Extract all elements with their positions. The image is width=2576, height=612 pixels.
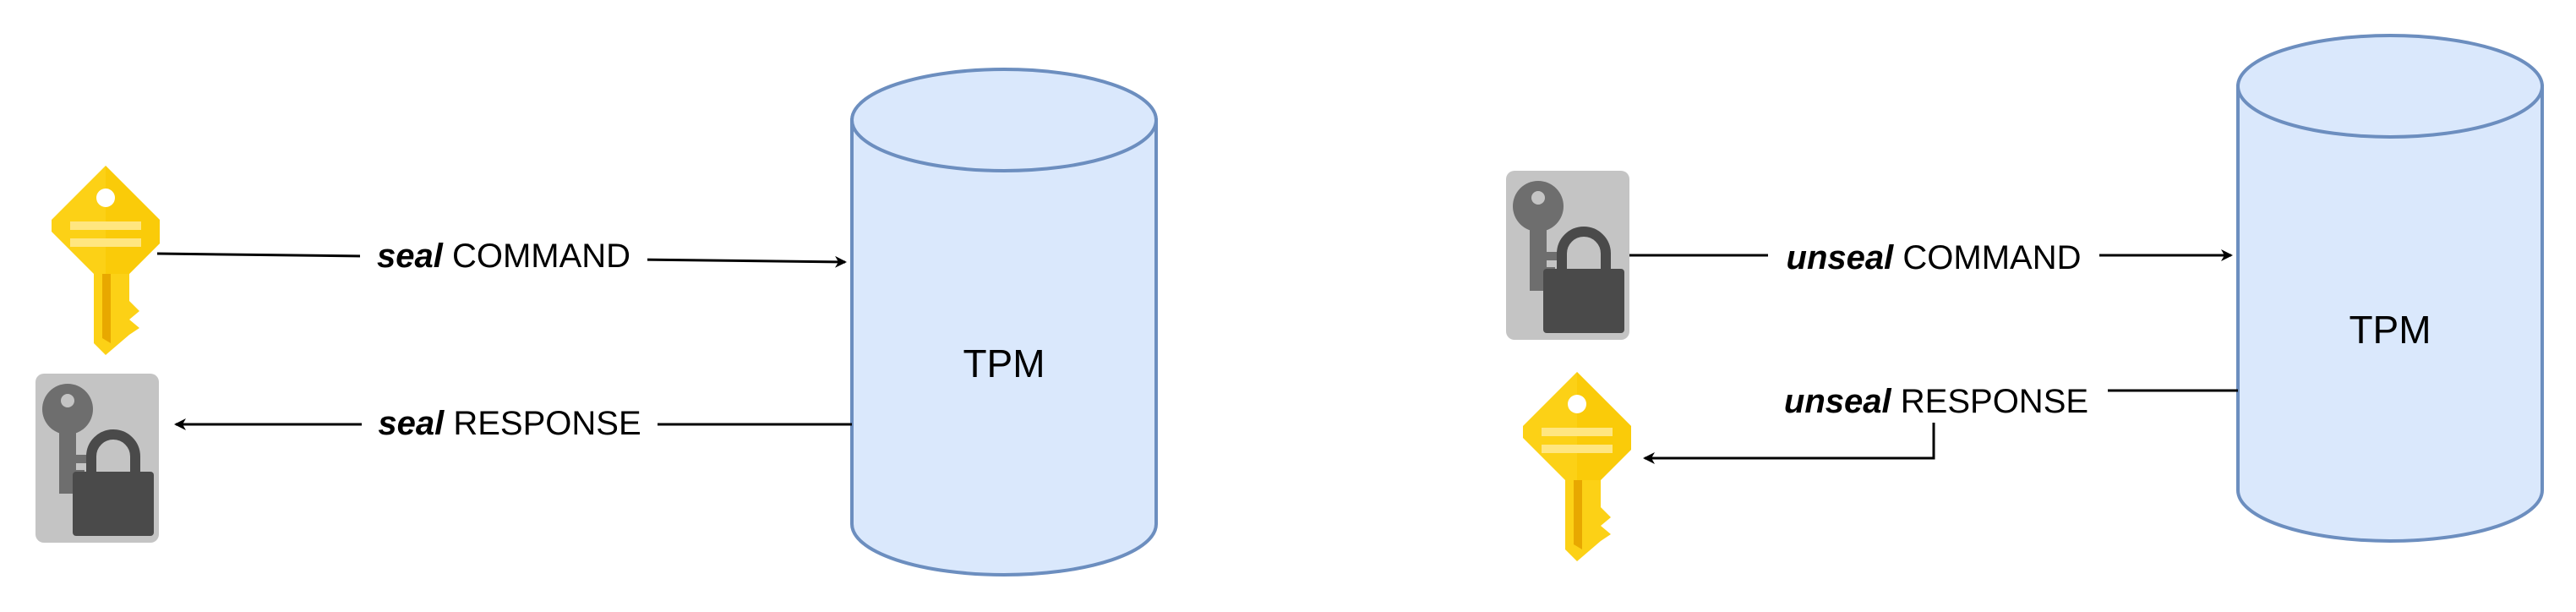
key-icon (1523, 372, 1631, 561)
seal-command-word: COMMAND (452, 238, 630, 275)
right-panel: TPM unseal COMMAND unseal RESPONSE (1506, 34, 2544, 561)
seal-command-label: seal COMMAND (377, 238, 630, 275)
seal-response-label: seal RESPONSE (378, 405, 641, 442)
unseal-response-verb: unseal (1784, 383, 1892, 420)
unseal-response-label: unseal RESPONSE (1784, 383, 2088, 420)
seal-response-word: RESPONSE (453, 405, 641, 442)
tpm-cylinder-right: TPM (2236, 34, 2544, 543)
seal-command-verb: seal (377, 238, 444, 275)
sealed-key-icon (1506, 171, 1629, 340)
unseal-response-word: RESPONSE (1901, 383, 2088, 420)
tpm-label-right: TPM (2349, 308, 2431, 352)
unseal-command-verb: unseal (1787, 239, 1895, 276)
sealed-key-icon (35, 374, 159, 543)
tpm-cylinder-left: TPM (850, 68, 1158, 576)
tpm-label-left: TPM (963, 342, 1045, 385)
left-panel: TPM seal COMMAND seal RESPONSE (35, 68, 1158, 576)
unseal-command-label: unseal COMMAND (1787, 239, 2082, 276)
key-icon (52, 166, 160, 355)
unseal-command-word: COMMAND (1902, 239, 2081, 276)
seal-response-verb: seal (378, 405, 445, 442)
